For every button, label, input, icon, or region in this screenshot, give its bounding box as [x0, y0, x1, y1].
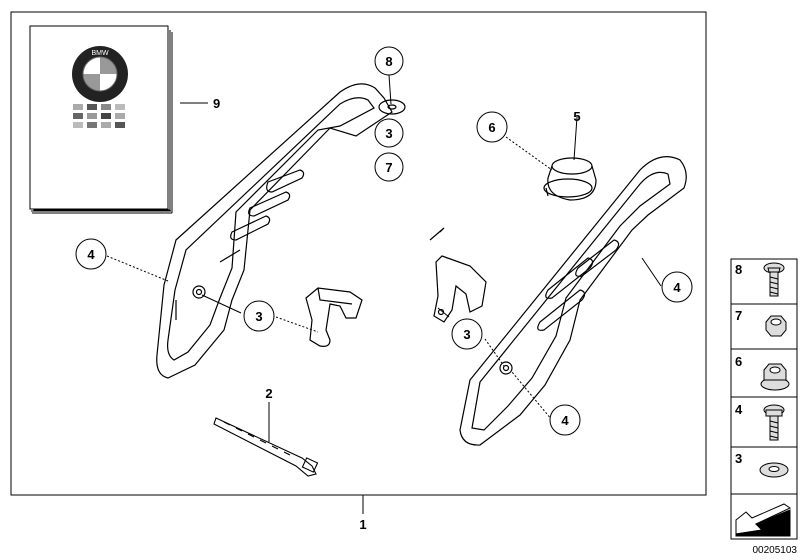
callout-9: 9 — [213, 96, 220, 111]
bmw-logo-icon: BMW — [72, 46, 128, 102]
bolt-icon — [763, 404, 785, 441]
right-grab-handle — [429, 156, 687, 446]
left-clip-part — [305, 287, 363, 347]
callout-bubble-3-right: 3 — [451, 318, 483, 350]
top-screw-part — [378, 99, 406, 115]
callout-3-left: 3 — [255, 309, 262, 324]
right-clip-part — [433, 255, 487, 323]
legend-number-6: 6 — [735, 354, 742, 369]
legend-number-4: 4 — [735, 402, 743, 417]
callout-3-top: 3 — [385, 126, 392, 141]
callout-5: 5 — [573, 109, 580, 124]
callout-6: 6 — [488, 120, 495, 135]
callout-4-left: 4 — [87, 247, 95, 262]
callout-bubble-4-bottom: 4 — [549, 404, 581, 436]
reference-number: 00205103 — [753, 545, 798, 556]
callout-3-right: 3 — [463, 327, 470, 342]
leader-lines — [106, 74, 662, 514]
manual-booklet: BMW — [29, 25, 173, 214]
callout-bubble-3-top: 3 — [374, 118, 404, 148]
hex-nut-icon — [765, 315, 787, 337]
flange-nut-icon — [760, 363, 790, 391]
callout-4-right: 4 — [673, 280, 681, 295]
callout-bubble-4-left: 4 — [75, 238, 107, 270]
legend-number-3: 3 — [735, 451, 742, 466]
callout-8: 8 — [385, 54, 392, 69]
callout-bubble-7: 7 — [374, 152, 404, 182]
bmw-logo-letters: BMW — [91, 50, 109, 57]
main-frame — [10, 11, 707, 496]
callout-bubble-4-right: 4 — [661, 271, 693, 303]
language-flags-icon — [73, 104, 125, 128]
callout-1: 1 — [359, 517, 366, 532]
callout-4-bottom: 4 — [561, 413, 569, 428]
legend-number-8: 8 — [735, 262, 742, 277]
screw-icon — [763, 262, 785, 297]
washer-icon — [759, 462, 789, 478]
callout-bubble-3-left: 3 — [243, 300, 275, 332]
callout-2: 2 — [265, 386, 272, 401]
left-grab-handle — [156, 83, 393, 379]
legend-number-7: 7 — [735, 308, 742, 323]
fastener-legend: 8 7 6 4 3 — [730, 258, 798, 540]
callout-bubble-6: 6 — [476, 111, 508, 143]
arrow-plate-icon — [735, 503, 792, 537]
rubber-grommet-part — [543, 157, 597, 201]
cable-tie-part — [213, 417, 319, 477]
callout-7: 7 — [385, 160, 392, 175]
callout-bubble-8: 8 — [374, 46, 404, 76]
